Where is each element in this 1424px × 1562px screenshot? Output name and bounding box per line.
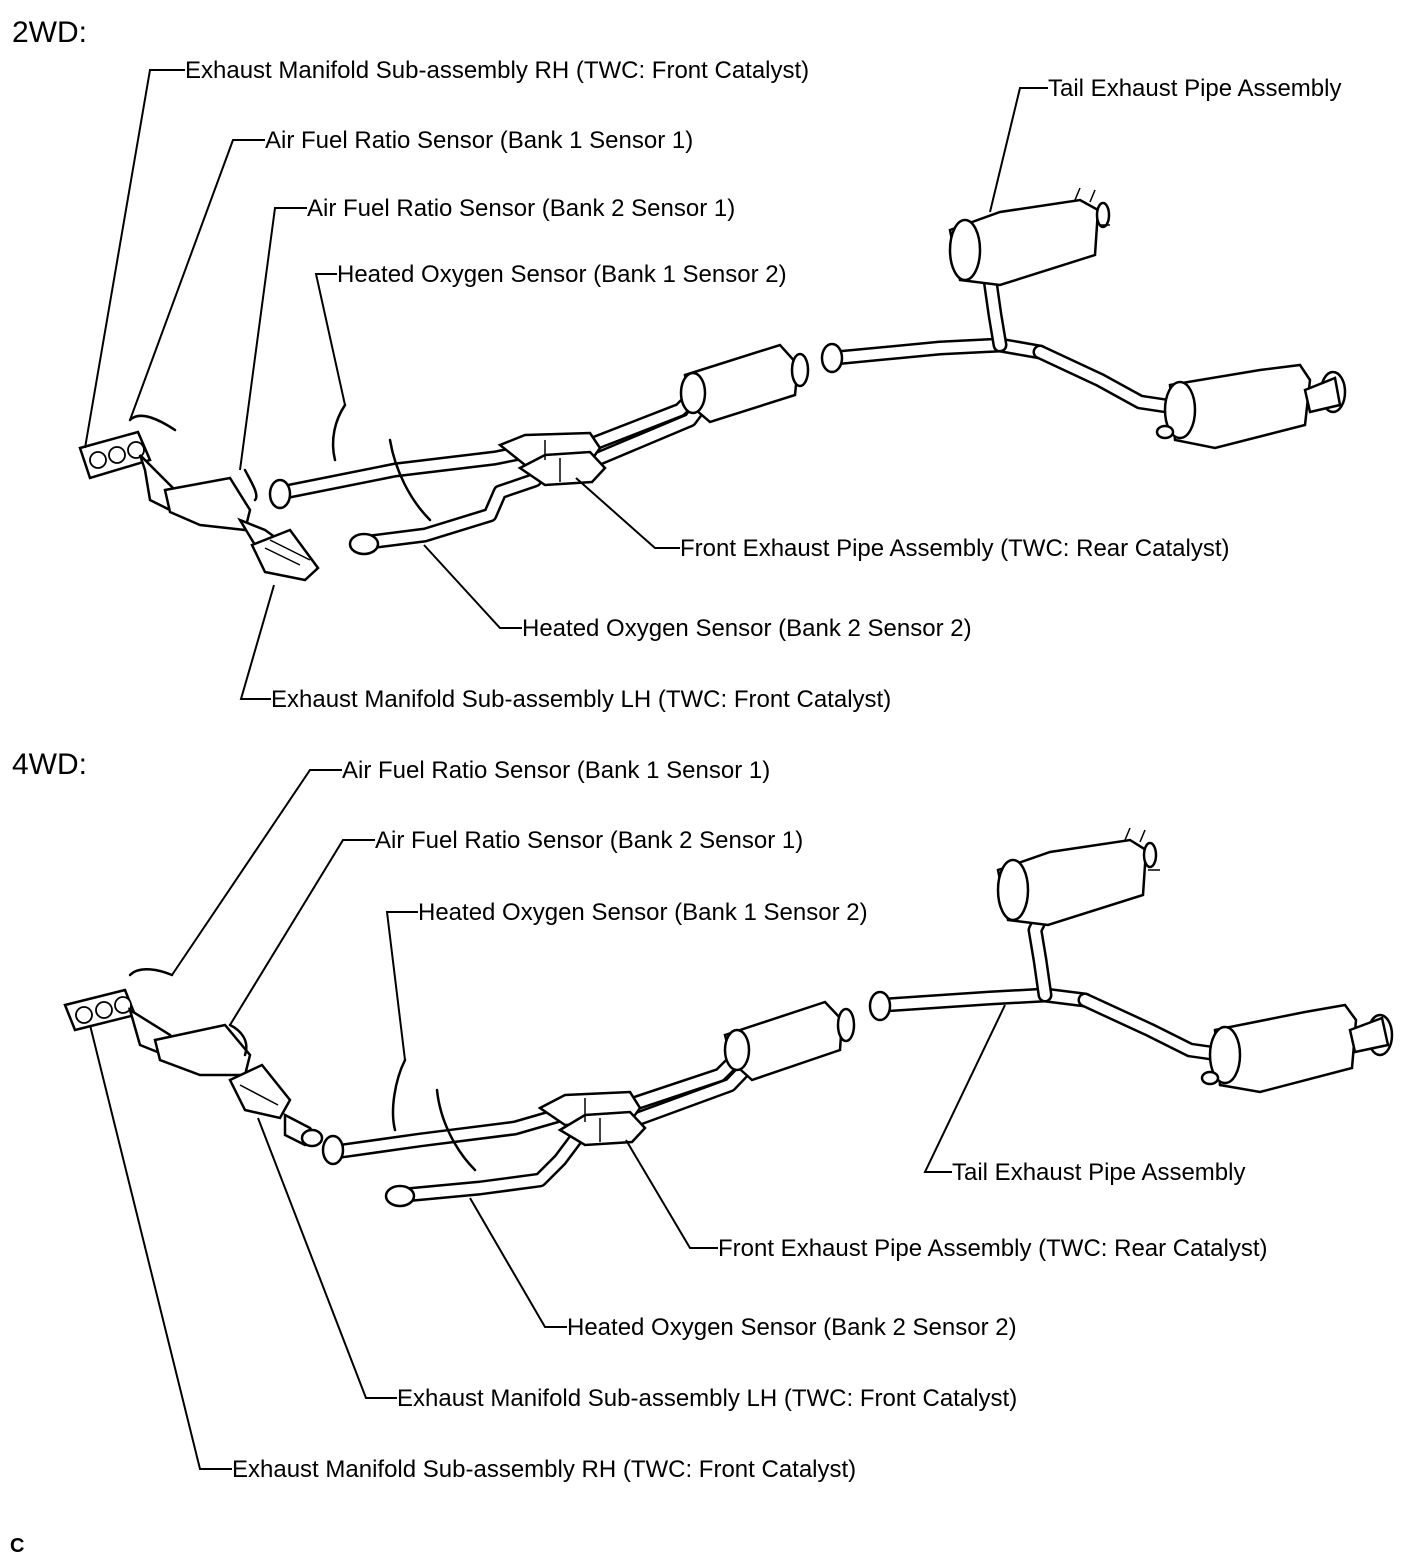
callout-label: Air Fuel Ratio Sensor (Bank 1 Sensor 1) — [342, 757, 770, 784]
section-label-2wd: 2WD: — [12, 16, 87, 49]
callout-2wd-ho2-b2s2: Heated Oxygen Sensor (Bank 2 Sensor 2) — [423, 544, 972, 642]
callout-label: Front Exhaust Pipe Assembly (TWC: Rear C… — [680, 535, 1230, 562]
callout-2wd-tail-pipe: Tail Exhaust Pipe Assembly — [989, 75, 1341, 213]
callout-2wd-af-b1s1: Air Fuel Ratio Sensor (Bank 1 Sensor 1) — [129, 127, 693, 421]
callout-label: Exhaust Manifold Sub-assembly RH (TWC: F… — [185, 57, 809, 84]
callout-2wd-af-b2s1: Air Fuel Ratio Sensor (Bank 2 Sensor 1) — [239, 195, 735, 471]
callout-label: Air Fuel Ratio Sensor (Bank 2 Sensor 1) — [375, 827, 803, 854]
exhaust-system-2wd — [78, 187, 1347, 582]
corner-mark: C — [10, 1535, 24, 1557]
callout-4wd-af-b2s1: Air Fuel Ratio Sensor (Bank 2 Sensor 1) — [229, 827, 803, 1026]
section-label-4wd: 4WD: — [12, 748, 87, 781]
callout-label: Exhaust Manifold Sub-assembly LH (TWC: F… — [397, 1385, 1017, 1412]
callout-4wd-tail-pipe: Tail Exhaust Pipe Assembly — [923, 1004, 1245, 1186]
callout-label: Exhaust Manifold Sub-assembly RH (TWC: F… — [232, 1456, 856, 1483]
callout-4wd-manifold-rh: Exhaust Manifold Sub-assembly RH (TWC: F… — [89, 1024, 856, 1483]
callout-label: Heated Oxygen Sensor (Bank 1 Sensor 2) — [418, 899, 868, 926]
callout-2wd-ho2-b1s2: Heated Oxygen Sensor (Bank 1 Sensor 2) — [314, 261, 787, 406]
callout-label: Tail Exhaust Pipe Assembly — [1048, 75, 1341, 102]
callout-label: Heated Oxygen Sensor (Bank 2 Sensor 2) — [567, 1314, 1017, 1341]
callout-label: Air Fuel Ratio Sensor (Bank 1 Sensor 1) — [265, 127, 693, 154]
exhaust-system-4wd — [63, 827, 1394, 1208]
callout-label: Exhaust Manifold Sub-assembly LH (TWC: F… — [271, 686, 891, 713]
callout-label: Tail Exhaust Pipe Assembly — [952, 1159, 1245, 1186]
callout-4wd-ho2-b2s2: Heated Oxygen Sensor (Bank 2 Sensor 2) — [469, 1197, 1017, 1341]
callout-4wd-ho2-b1s2: Heated Oxygen Sensor (Bank 1 Sensor 2) — [385, 899, 868, 1061]
callout-2wd-front-pipe: Front Exhaust Pipe Assembly (TWC: Rear C… — [575, 477, 1230, 562]
callout-4wd-front-pipe: Front Exhaust Pipe Assembly (TWC: Rear C… — [625, 1139, 1268, 1262]
callout-label: Front Exhaust Pipe Assembly (TWC: Rear C… — [718, 1235, 1268, 1262]
callout-label: Air Fuel Ratio Sensor (Bank 2 Sensor 1) — [307, 195, 735, 222]
callout-4wd-af-b1s1: Air Fuel Ratio Sensor (Bank 1 Sensor 1) — [171, 757, 770, 976]
callout-4wd-manifold-lh: Exhaust Manifold Sub-assembly LH (TWC: F… — [257, 1117, 1017, 1412]
callout-label: Heated Oxygen Sensor (Bank 2 Sensor 2) — [522, 615, 972, 642]
callout-label: Heated Oxygen Sensor (Bank 1 Sensor 2) — [337, 261, 787, 288]
callout-2wd-manifold-lh: Exhaust Manifold Sub-assembly LH (TWC: F… — [239, 584, 891, 713]
callout-2wd-manifold-rh: Exhaust Manifold Sub-assembly RH (TWC: F… — [84, 57, 809, 449]
